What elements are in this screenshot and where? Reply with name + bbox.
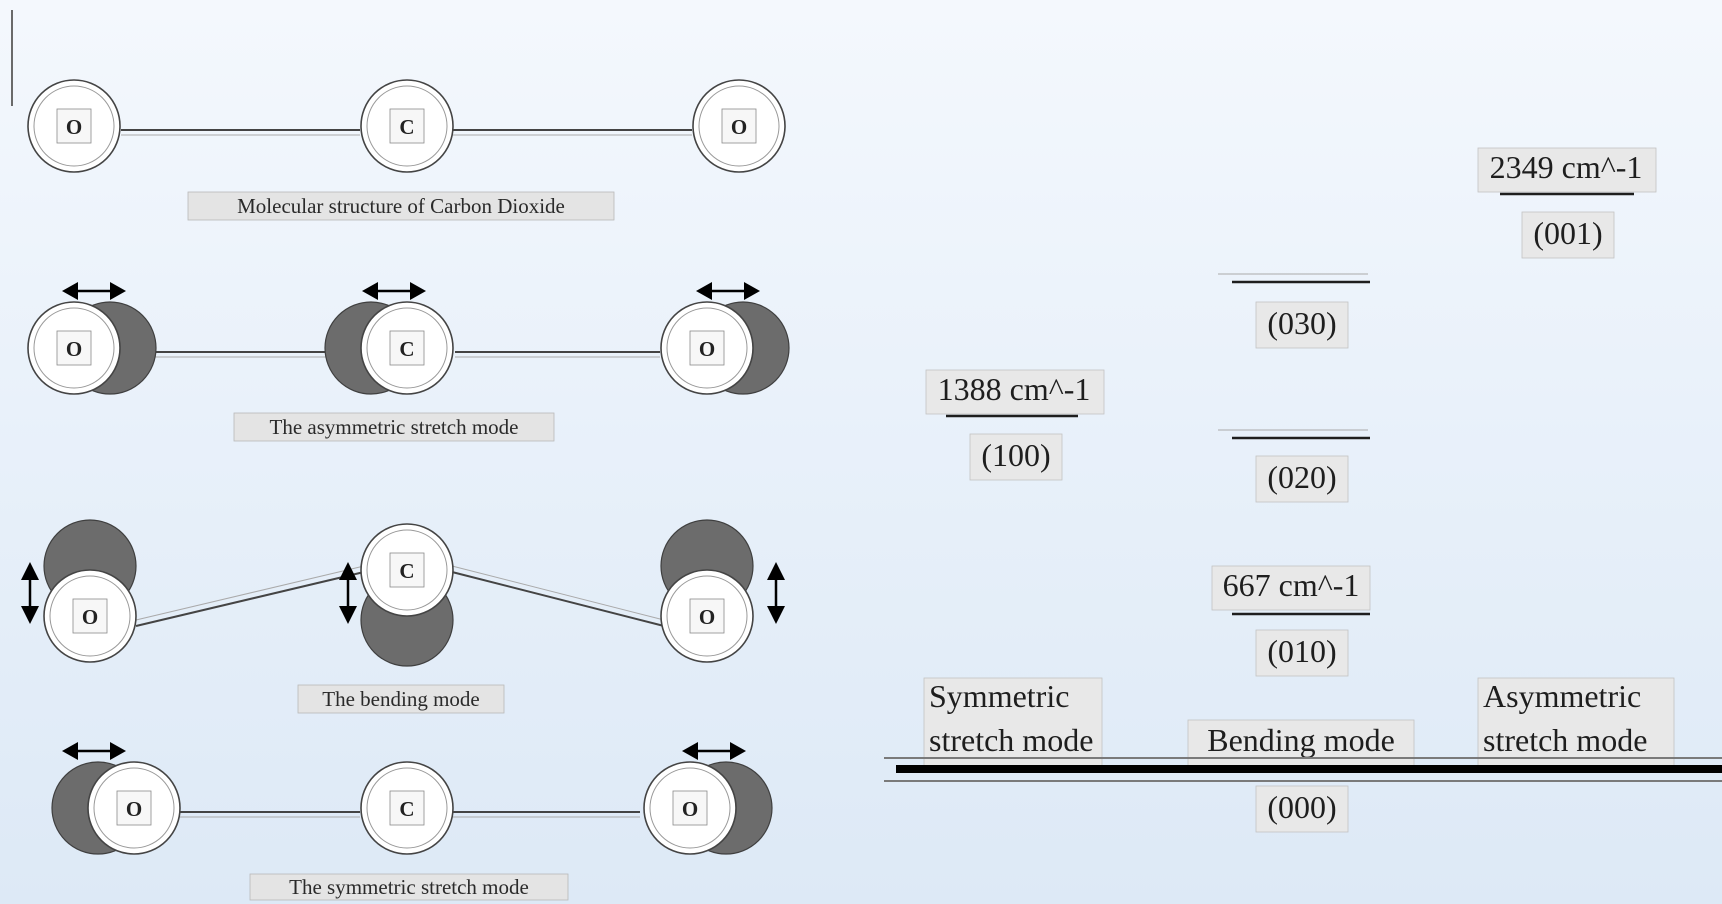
column-label-line1: Symmetric [929,678,1069,714]
column-label-line2: stretch mode [1483,722,1647,758]
asymmetric-caption: The asymmetric stretch mode [270,415,519,439]
atom-label: O [699,337,715,361]
oxygen-atom-left: O [28,80,120,172]
symmetric-diagram: O C O The symmetric stretch mode [52,742,772,900]
level-100: 1388 cm^-1 (100) [926,370,1104,480]
carbon-atom: C [325,302,453,394]
level-010: 667 cm^-1 (010) [1212,566,1370,676]
energy-level-diagram: 2349 cm^-1 (001) (030) 1388 cm^-1 (100) … [884,148,1722,832]
carbon-atom: C [361,524,453,666]
asymmetric-diagram: O C O The asymmetric stret [28,282,789,441]
level-state: (020) [1267,459,1336,495]
column-label-line1: Asymmetric [1483,678,1641,714]
vertical-double-arrow-icon [21,562,39,624]
double-arrow-icon [62,282,126,300]
oxygen-atom-right: O [661,520,753,662]
bending-diagram: O C O The bending mode [21,520,785,713]
double-arrow-icon [696,282,760,300]
atom-label: O [82,605,98,629]
carbon-atom: C [361,762,453,854]
level-030: (030) [1218,274,1370,348]
column-label-asymmetric: Asymmetric stretch mode [1478,678,1674,768]
level-energy: 667 cm^-1 [1223,567,1360,603]
level-state: (100) [981,437,1050,473]
oxygen-atom-left: O [28,302,156,394]
oxygen-atom-left: O [44,520,136,662]
level-state: (001) [1533,215,1602,251]
atom-label: O [126,797,142,821]
atom-label: C [399,559,414,583]
atom-label: O [66,115,82,139]
atom-label: C [399,797,414,821]
atom-label: O [731,115,747,139]
column-label-bending: Bending mode [1188,720,1414,768]
atom-label: C [399,337,414,361]
oxygen-atom-right: O [661,302,789,394]
level-state: (000) [1267,789,1336,825]
oxygen-atom-left: O [52,762,180,854]
structure-diagram: O C O Molecular structure of Carbon Diox… [28,80,785,220]
column-label-line2: stretch mode [929,722,1093,758]
level-state: (010) [1267,633,1336,669]
structure-caption: Molecular structure of Carbon Dioxide [237,194,565,218]
column-label-symmetric: Symmetric stretch mode [924,678,1102,768]
level-state: (030) [1267,305,1336,341]
symmetric-caption: The symmetric stretch mode [289,875,529,899]
level-020: (020) [1218,430,1370,502]
oxygen-atom-right: O [644,762,772,854]
oxygen-atom-right: O [693,80,785,172]
vertical-double-arrow-icon [767,562,785,624]
atom-label: C [399,115,414,139]
level-000: (000) [884,758,1722,832]
level-energy: 1388 cm^-1 [938,371,1091,407]
double-arrow-icon [362,282,426,300]
carbon-atom: C [361,80,453,172]
level-001: 2349 cm^-1 (001) [1478,148,1656,258]
level-energy: 2349 cm^-1 [1490,149,1643,185]
double-arrow-icon [62,742,126,760]
atom-label: O [66,337,82,361]
bending-caption: The bending mode [322,687,479,711]
column-label-line1: Bending mode [1207,722,1395,758]
double-arrow-icon [682,742,746,760]
atom-label: O [682,797,698,821]
atom-label: O [699,605,715,629]
